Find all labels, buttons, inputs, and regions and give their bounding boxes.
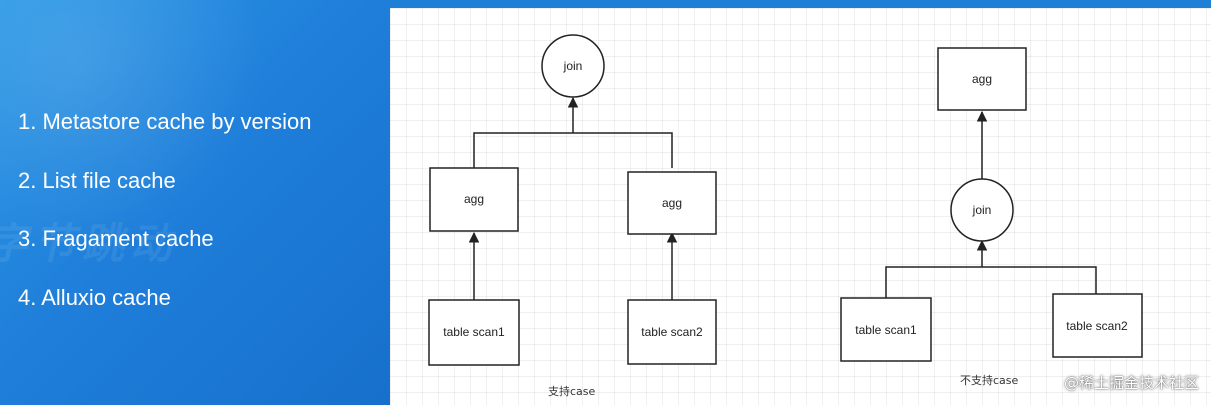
- unsupported-case-diagram: agg join table scan1 table scan2 不支持case: [840, 47, 1143, 387]
- table-scan-label-right-2: table scan2: [1066, 319, 1128, 333]
- agg-node-2: [627, 171, 717, 235]
- join-node: [541, 34, 605, 98]
- brand-watermark: @稀土掘金技术社区: [1063, 374, 1199, 392]
- agg-label-1: agg: [464, 192, 484, 206]
- join-label: join: [563, 59, 583, 73]
- edge-scans-merge: [885, 266, 1097, 298]
- agg-label-2: agg: [662, 196, 682, 210]
- agg-node-1: [429, 167, 519, 232]
- list-item-4: 4. Alluxio cache: [18, 284, 171, 310]
- list-item-1: 1. Metastore cache by version: [18, 109, 312, 134]
- list-item-3: 3. Fragament cache: [18, 226, 214, 251]
- table-scan-node-right-1: [840, 297, 932, 362]
- unsupported-case-caption: 不支持case: [960, 373, 1019, 387]
- table-scan-node-2: [627, 299, 717, 365]
- table-scan-node-right-2: [1052, 293, 1143, 358]
- diagram-svg: join agg agg table scan1 table scan2 支持c…: [428, 34, 1143, 398]
- list-item-2: 2. List file cache: [18, 167, 176, 193]
- agg-label-right: agg: [972, 72, 992, 86]
- table-scan-label-right-1: table scan1: [855, 323, 917, 337]
- cache-list: 1. Metastore cache by version 2. List fi…: [18, 104, 311, 338]
- agg-node-right: [937, 47, 1027, 111]
- diagram-canvas: join agg agg table scan1 table scan2 支持c…: [390, 8, 1211, 405]
- join-label-right: join: [972, 203, 992, 217]
- table-scan-node-1: [428, 299, 520, 366]
- left-panel: 字节跳动 1. Metastore cache by version 2. Li…: [0, 0, 390, 405]
- supported-case-caption: 支持case: [548, 384, 596, 398]
- table-scan-label-1: table scan1: [443, 325, 505, 339]
- edge-join-merge: [473, 132, 673, 168]
- join-node-right: [950, 178, 1014, 242]
- table-scan-label-2: table scan2: [641, 325, 703, 339]
- supported-case-diagram: join agg agg table scan1 table scan2 支持c…: [428, 34, 717, 398]
